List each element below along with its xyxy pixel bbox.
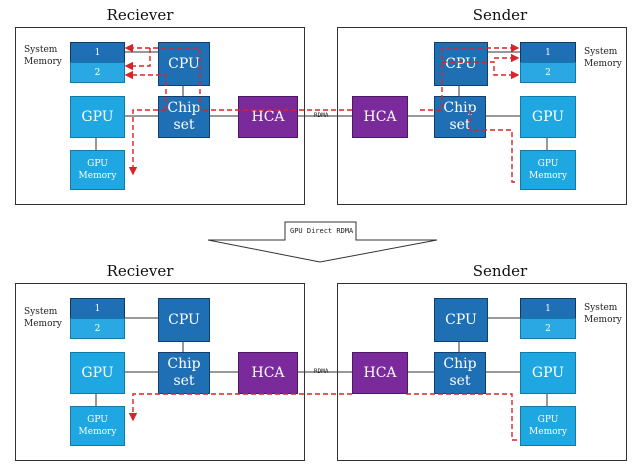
bottom-sender-system-memory-label: System Memory	[584, 303, 622, 326]
gpu-label: GPU	[81, 109, 114, 125]
bottom-receiver-gpu-memory: GPU Memory	[70, 406, 125, 446]
gpu-label: GPU	[531, 109, 565, 125]
bottom-sender-gpu-memory: GPU Memory	[520, 406, 576, 446]
top-sender-path-gpumem	[469, 110, 518, 183]
bottom-sender-chipset: Chip set	[434, 352, 486, 394]
top-sender-chipset: Chip set	[434, 96, 486, 138]
hca-label: HCA	[363, 109, 397, 125]
bottom-receiver-path	[128, 393, 352, 422]
top-receiver-system-memory-label: System Memory	[24, 45, 62, 68]
bottom-receiver-memory-slot-2: 2	[70, 318, 125, 339]
top-receiver-path-to-mem2	[124, 70, 167, 110]
top-sender-path-mem2	[442, 61, 520, 80]
gpu-memory-label: GPU Memory	[78, 158, 117, 181]
bottom-receiver-hca: HCA	[238, 352, 298, 394]
top-sender-system-memory-label: System Memory	[584, 47, 622, 70]
bottom-receiver-system-memory-label: System Memory	[24, 307, 62, 330]
chipset-label: Chip set	[167, 99, 201, 134]
gpu-memory-label: GPU Memory	[78, 414, 117, 437]
top-receiver-path-main	[199, 94, 352, 111]
slot-label: 1	[545, 303, 551, 314]
top-receiver-memory-slot-2: 2	[70, 62, 125, 83]
cpu-label: CPU	[445, 312, 477, 328]
slot-label: 2	[545, 67, 551, 78]
hca-label: HCA	[251, 109, 285, 125]
cpu-label: CPU	[445, 56, 477, 72]
bottom-sender-cpu: CPU	[434, 298, 488, 342]
top-sender-cpu: CPU	[434, 42, 488, 86]
slot-label: 2	[545, 323, 551, 334]
top-receiver-gpu-memory: GPU Memory	[70, 150, 125, 190]
hca-label: HCA	[251, 365, 285, 381]
top-sender-title: Sender	[472, 6, 528, 24]
bottom-receiver-gpu: GPU	[70, 352, 125, 394]
chipset-label: Chip set	[443, 355, 477, 390]
top-receiver-title: Reciever	[106, 6, 174, 24]
top-receiver-cpu: CPU	[158, 42, 210, 86]
gpu-label: GPU	[531, 365, 565, 381]
top-receiver-chipset: Chip set	[158, 96, 210, 138]
slot-label: 2	[94, 323, 101, 334]
slot-label: 1	[94, 303, 101, 314]
gpu-memory-label: GPU Memory	[529, 158, 567, 181]
chipset-label: Chip set	[167, 355, 201, 390]
cpu-label: CPU	[168, 56, 200, 72]
top-receiver-path-to-gpumem	[128, 109, 166, 176]
top-sender-gpu: GPU	[520, 96, 576, 138]
slot-label: 1	[545, 47, 551, 58]
top-rdma-label: RDMA	[314, 112, 329, 119]
chipset-label: Chip set	[443, 99, 477, 134]
hca-label: HCA	[363, 365, 397, 381]
bottom-receiver-title: Reciever	[106, 262, 174, 280]
bottom-rdma-label: RDMA	[314, 368, 329, 375]
cpu-label: CPU	[168, 312, 200, 328]
top-receiver-path-loop	[124, 48, 151, 71]
slot-label: 1	[94, 47, 101, 58]
gpu-label: GPU	[81, 365, 114, 381]
top-receiver-hca: HCA	[238, 96, 298, 138]
gpu-memory-label: GPU Memory	[529, 414, 567, 437]
bottom-sender-hca: HCA	[352, 352, 408, 394]
top-sender-hca: HCA	[352, 96, 408, 138]
slot-label: 2	[94, 67, 101, 78]
top-sender-memory-slot-2: 2	[520, 62, 576, 83]
bottom-receiver-cpu: CPU	[158, 298, 210, 342]
bottom-sender-gpu: GPU	[520, 352, 576, 394]
transition-label: GPU Direct RDMA	[290, 227, 354, 235]
top-receiver-gpu: GPU	[70, 96, 125, 138]
bottom-sender-memory-slot-2: 2	[520, 318, 576, 339]
top-sender-path-main	[420, 43, 520, 111]
bottom-sender-title: Sender	[472, 262, 528, 280]
bottom-sender-path	[406, 393, 518, 441]
top-sender-gpu-memory: GPU Memory	[520, 150, 576, 190]
